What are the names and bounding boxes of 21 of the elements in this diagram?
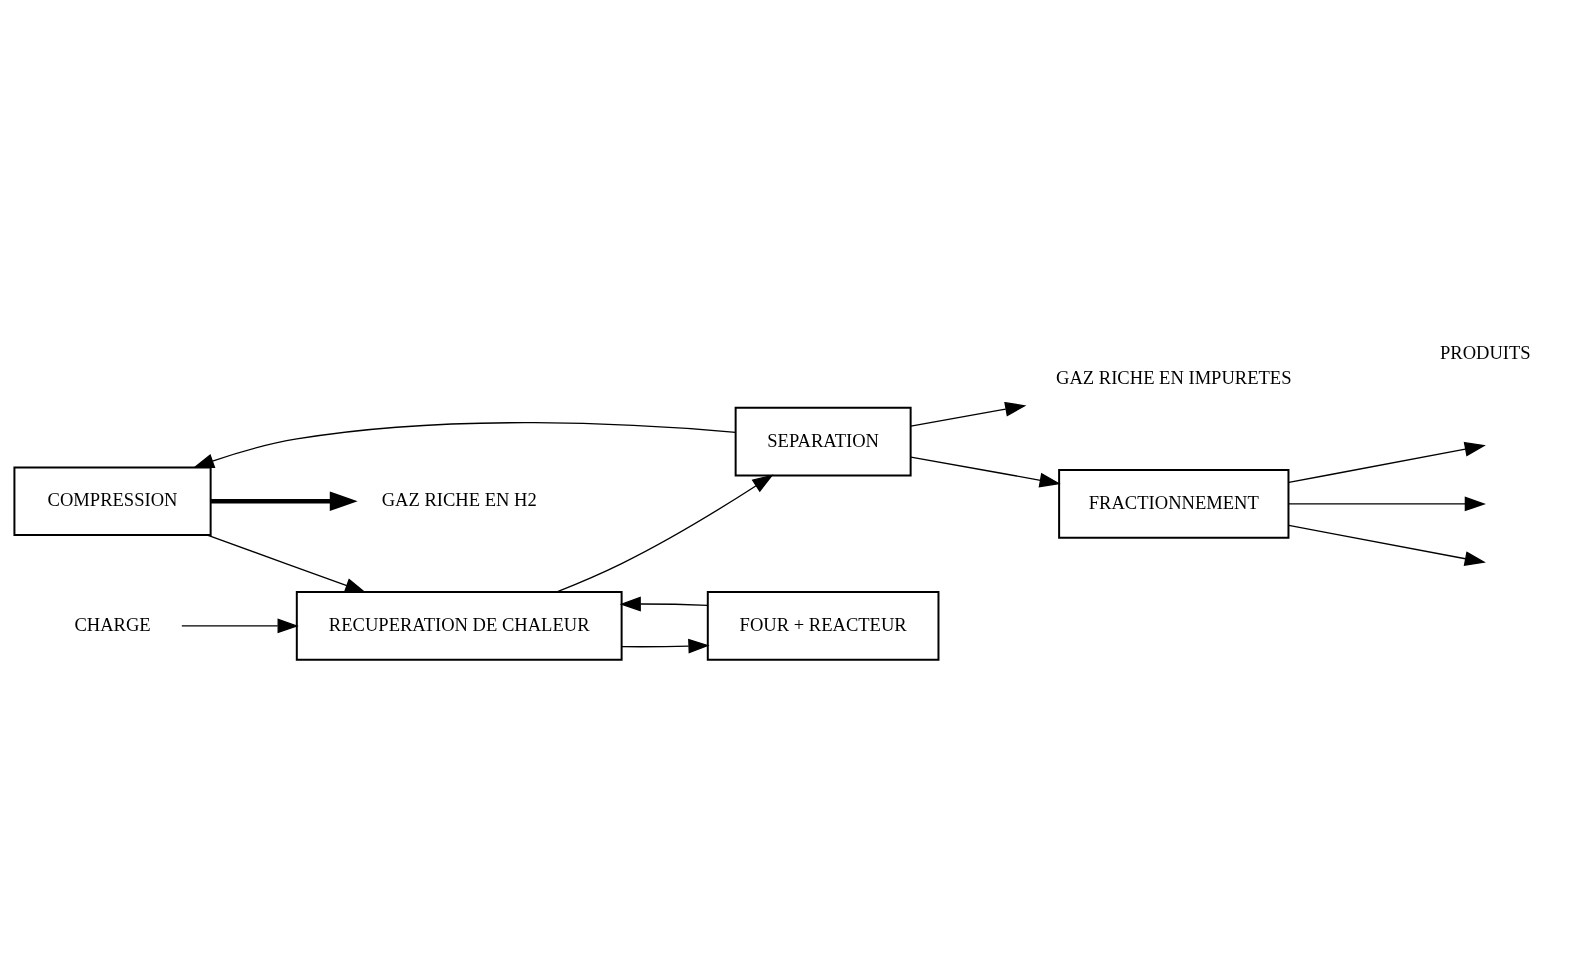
- node-box: SEPARATION: [734, 406, 912, 477]
- arrow: [211, 491, 358, 512]
- arrow: [1288, 496, 1486, 512]
- arrow: [192, 422, 737, 468]
- arrow: [555, 474, 774, 593]
- node-box: FRACTIONNEMENT: [1058, 469, 1290, 539]
- label: PRODUITS: [1440, 342, 1531, 364]
- arrow: [620, 638, 710, 654]
- node-text: GAZ RICHE EN IMPURETES: [1056, 367, 1292, 389]
- arrow: [206, 534, 367, 593]
- node-box: COMPRESSION: [13, 466, 212, 537]
- node-text: GAZ RICHE EN H2: [381, 489, 537, 511]
- arrow: [619, 596, 709, 612]
- node-box: FOUR + REACTEUR: [706, 591, 940, 661]
- node-box: RECUPERATION DE CHALEUR: [295, 591, 623, 661]
- arrow: [1288, 441, 1486, 484]
- arrow: [910, 456, 1061, 488]
- arrow: [181, 618, 299, 634]
- node-text: CHARGE: [74, 613, 151, 635]
- arrow: [1288, 524, 1486, 566]
- arrow: [910, 401, 1027, 427]
